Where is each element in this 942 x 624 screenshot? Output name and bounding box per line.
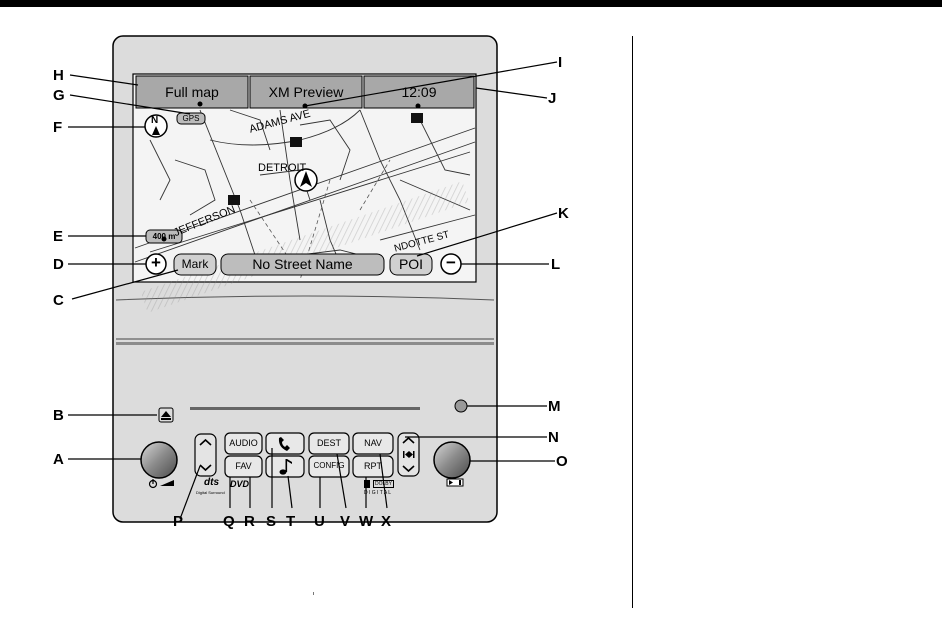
config-button[interactable] (308, 455, 350, 478)
compass-icon (294, 168, 318, 192)
chevron-down-icon (402, 465, 415, 473)
callout-h: H (53, 67, 64, 84)
eject-icon (161, 411, 171, 417)
poi-label: POI (398, 256, 424, 272)
callout-n: N (548, 429, 559, 446)
nav-label: NAV (364, 438, 382, 448)
tune-knob[interactable] (433, 441, 471, 479)
callout-l: L (551, 256, 561, 273)
map-river (140, 181, 470, 313)
column-divider (632, 36, 633, 608)
rpt-label: RPT (364, 461, 382, 471)
rpt-button[interactable] (352, 455, 394, 478)
phone-icon (278, 437, 290, 451)
dest-label: DEST (316, 438, 341, 448)
callout-k: K (558, 205, 569, 222)
street-label-detroit: DETROIT (258, 162, 307, 174)
digital-logo: D I G I T A L (364, 490, 392, 496)
zoom-out-label: − (446, 253, 456, 272)
zoom-in-label: + (151, 253, 161, 272)
power-volume-knob[interactable] (140, 441, 178, 479)
phone-button[interactable] (265, 432, 305, 455)
callout-u: U (314, 513, 325, 530)
power-icon (148, 479, 174, 489)
dts-logo: dts (204, 477, 219, 488)
callout-w: W (359, 513, 374, 530)
callout-g: G (53, 87, 65, 104)
music-button[interactable] (265, 455, 305, 478)
tab-xm-preview-label: XM Preview (268, 84, 344, 100)
tab-xm-preview[interactable] (249, 75, 363, 109)
callout-f: F (53, 119, 63, 136)
callout-r: R (244, 513, 255, 530)
callout-e: E (53, 228, 64, 245)
street-name-label: No Street Name (252, 256, 353, 272)
callout-t: T (286, 513, 296, 530)
callout-dots (161, 101, 421, 242)
mark-label: Mark (181, 257, 209, 271)
callout-leaders (68, 61, 558, 520)
dts-sub-logo: Digital Surround (196, 490, 225, 495)
seek-icon (446, 478, 464, 487)
mark-button[interactable] (173, 253, 217, 276)
compass-letter: N (151, 115, 159, 126)
scale-badge-label: 400 m (152, 232, 176, 241)
audio-label: AUDIO (229, 438, 258, 448)
gps-badge-label: GPS (182, 114, 200, 123)
dolby-logo: DOLBY (373, 480, 394, 488)
tab-full-map[interactable] (135, 75, 249, 109)
dvd-logo: DVD (230, 479, 250, 489)
tab-clock[interactable] (363, 75, 475, 109)
gps-badge (176, 112, 206, 125)
callout-o: O (556, 453, 568, 470)
seek-track-icon (403, 451, 415, 458)
callout-b: B (53, 407, 64, 424)
street-name-field (220, 253, 385, 276)
config-label: CONFIG (313, 461, 345, 470)
north-indicator-icon[interactable] (144, 114, 168, 138)
fav-label: FAV (235, 461, 252, 471)
stray-mark (313, 592, 314, 595)
callout-v: V (340, 513, 351, 530)
chevron-up-icon (402, 436, 415, 444)
poi-button[interactable] (389, 253, 433, 276)
callout-m: M (548, 398, 561, 415)
chevron-up-icon (199, 438, 212, 446)
dest-button[interactable] (308, 432, 350, 455)
callout-a: A (53, 451, 64, 468)
callout-i: I (558, 54, 563, 71)
callout-c: C (53, 292, 64, 309)
fav-button[interactable] (224, 455, 263, 478)
callout-d: D (53, 256, 64, 273)
disc-slot (190, 407, 420, 410)
callout-p: P (173, 513, 184, 530)
reset-hole[interactable] (454, 399, 468, 413)
music-note-icon (279, 459, 292, 475)
nav-button[interactable] (352, 432, 394, 455)
fold-line (116, 342, 494, 345)
top-rule (0, 0, 942, 7)
callout-s: S (266, 513, 277, 530)
eject-button[interactable] (158, 407, 174, 423)
tab-full-map-label: Full map (165, 84, 219, 100)
map-marker-icon (228, 113, 423, 205)
tab-clock-label: 12:09 (401, 84, 437, 100)
callout-q: Q (223, 513, 235, 530)
chevron-down-icon (199, 464, 212, 472)
audio-button[interactable] (224, 432, 263, 455)
callout-x: X (381, 513, 392, 530)
callout-j: J (548, 90, 557, 107)
dolby-mark-icon (364, 480, 370, 488)
